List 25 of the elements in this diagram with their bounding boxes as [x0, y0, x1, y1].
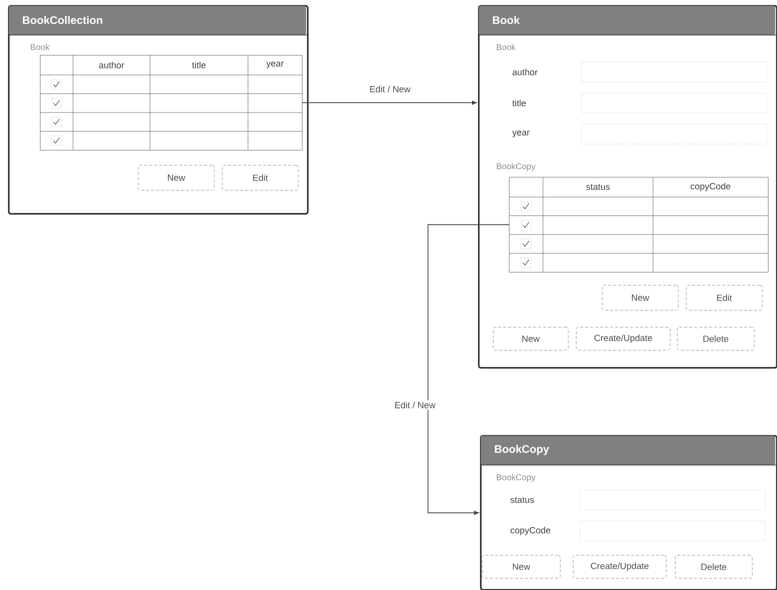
- data-table: author title year: [40, 54, 302, 150]
- field-label: status: [510, 497, 534, 503]
- button: New: [138, 165, 214, 190]
- group-caption: BookCopy: [496, 474, 536, 482]
- button: New: [493, 327, 568, 350]
- button: Delete: [677, 327, 754, 350]
- arrow: [428, 224, 510, 515]
- button: New: [482, 555, 560, 578]
- field-label: year: [512, 130, 530, 138]
- group-caption: Book: [30, 44, 50, 50]
- button: New: [602, 285, 678, 310]
- data-table: status copyCode: [508, 176, 768, 272]
- edge-label: Edit / New: [370, 86, 411, 92]
- group-caption: Book: [496, 44, 516, 50]
- group-caption: BookCopy: [496, 163, 536, 171]
- button: Create/Update: [576, 327, 670, 350]
- arrow: [302, 100, 477, 105]
- field-label: author: [512, 68, 538, 76]
- field-label: title: [512, 100, 526, 106]
- button: Edit: [222, 165, 298, 190]
- field-label: copyCode: [510, 526, 550, 536]
- button: Edit: [686, 285, 762, 310]
- button: Create/Update: [573, 555, 666, 578]
- button: Delete: [675, 555, 752, 578]
- edge-label: Edit / New: [395, 402, 436, 408]
